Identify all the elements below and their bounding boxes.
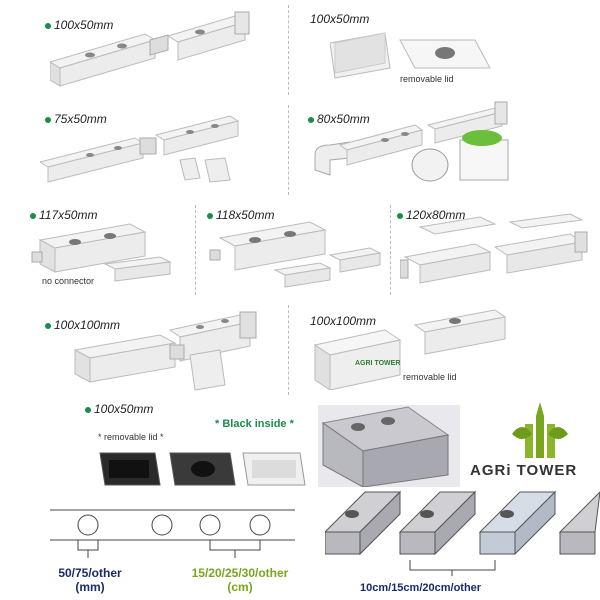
size-label-text: 80x50mm: [317, 112, 370, 126]
channel-tube: [558, 491, 600, 555]
size-label-text: 100x50mm: [310, 12, 370, 26]
size-label-text: 100x50mm: [94, 402, 154, 416]
channel-117x50-illustration: [31, 223, 172, 282]
removable-lid-caption: removable lid: [400, 74, 454, 84]
spacing-value: 15/20/25/30/other: [191, 566, 289, 580]
bullet-icon: [85, 406, 91, 413]
bullet-icon: [30, 212, 36, 219]
no-connector-caption: no connector: [42, 276, 95, 286]
black-channel-with-hole: [169, 452, 236, 486]
size-label-text: 120x80mm: [406, 208, 466, 222]
agri-tower-logo-icon: [512, 402, 568, 458]
vertical-divider-row2: [288, 105, 289, 195]
spacing-unit: (cm): [227, 580, 253, 594]
channel-100x100-lid-illustration: [313, 309, 507, 390]
size-label-text: 117x50mm: [39, 208, 98, 222]
size-label: 75x50mm: [45, 112, 107, 126]
vertical-divider-row1: [288, 5, 289, 95]
channel-tube: [478, 490, 557, 556]
channel-tube: [325, 490, 402, 556]
agri-tower-mini-logo: AGRI TOWER: [355, 360, 401, 367]
channel-100x50-illustration: [50, 11, 250, 87]
channel-tube: [398, 490, 477, 556]
size-label: 100x50mm: [85, 402, 153, 416]
bullet-icon: [207, 212, 213, 219]
removable-lid-caption: * removable lid *: [98, 432, 164, 442]
connector: [149, 34, 169, 56]
vertical-divider-row4: [288, 305, 289, 395]
removable-lid-channel-illustration: [330, 32, 491, 79]
diameter-value: 50/75/other: [58, 566, 122, 580]
tube-spacing-label: 10cm/15cm/20cm/other: [360, 582, 482, 594]
hole-spacing-diagram: [50, 509, 295, 558]
bullet-icon: [397, 212, 403, 219]
size-label: 120x80mm: [397, 208, 465, 222]
size-label: 100x50mm: [310, 12, 369, 26]
size-label: 100x100mm: [45, 318, 120, 332]
bullet-icon: [45, 22, 51, 29]
diameter-label: 50/75/other (mm): [30, 566, 150, 594]
black-inside-caption: * Black inside *: [215, 418, 294, 430]
elbow-fitting: [179, 157, 231, 183]
channel-75x50-illustration: [40, 115, 240, 183]
channel-118x50-illustration: [209, 221, 382, 288]
bullet-icon: [45, 322, 51, 329]
vertical-divider-row3a: [195, 205, 196, 295]
diameter-unit: (mm): [75, 580, 105, 594]
size-label: 117x50mm: [30, 208, 97, 222]
agri-tower-logo-text: AGRi TOWER: [470, 462, 578, 479]
channel-100x100-illustration: [73, 311, 257, 391]
spacing-label: 15/20/25/30/other (cm): [170, 566, 310, 594]
bullet-icon: [308, 116, 314, 123]
size-label: 80x50mm: [308, 112, 370, 126]
size-label-text: 75x50mm: [54, 112, 107, 126]
size-label: 100x100mm: [310, 314, 376, 328]
size-label-text: 100x50mm: [54, 18, 114, 32]
channel-120x80-illustration: [400, 213, 588, 284]
channel-segment: [166, 11, 250, 61]
size-label: 100x50mm: [45, 18, 113, 32]
bullet-icon: [45, 116, 51, 123]
removable-lid-caption: removable lid: [403, 372, 457, 382]
size-label-text: 100x100mm: [310, 314, 377, 328]
vertical-divider-row3b: [390, 205, 391, 295]
grey-channel-render: [318, 405, 460, 487]
plant-closeup: [411, 130, 509, 182]
channel-spacing-illustration: [325, 490, 600, 576]
size-label: 118x50mm: [207, 208, 274, 222]
channel-segment: [50, 33, 157, 87]
channel-80x50-illustration: [314, 101, 509, 182]
black-channel: [99, 452, 161, 486]
size-label-text: 100x100mm: [54, 318, 121, 332]
white-channel: [242, 452, 306, 486]
black-inside-channels-illustration: [99, 452, 306, 486]
size-label-text: 118x50mm: [216, 208, 275, 222]
